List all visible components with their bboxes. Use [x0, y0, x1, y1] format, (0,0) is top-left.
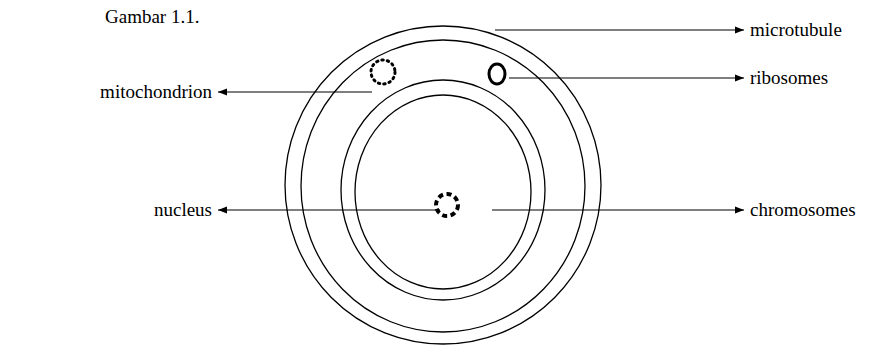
mitochondrion-symbol	[371, 60, 395, 84]
nuclear-envelope-inner	[355, 95, 531, 289]
leader-arrow	[218, 91, 372, 92]
cytoplasm-boundary	[301, 40, 585, 332]
part-label: microtubule	[750, 19, 842, 41]
leader-arrow	[509, 77, 744, 78]
ribosome-symbol	[489, 64, 505, 84]
part-label: chromosomes	[750, 199, 856, 221]
part-label: nucleus	[154, 199, 212, 221]
nuclear-envelope-outer	[341, 80, 545, 300]
figure-caption: Gambar 1.1.	[105, 6, 199, 28]
leader-arrow	[492, 209, 744, 210]
leader-arrow	[218, 209, 440, 210]
leader-arrow	[495, 29, 744, 30]
part-label: mitochondrion	[100, 81, 212, 103]
chromosome-symbol	[436, 194, 458, 216]
part-label: ribosomes	[750, 67, 828, 89]
cell-membrane	[285, 26, 601, 344]
